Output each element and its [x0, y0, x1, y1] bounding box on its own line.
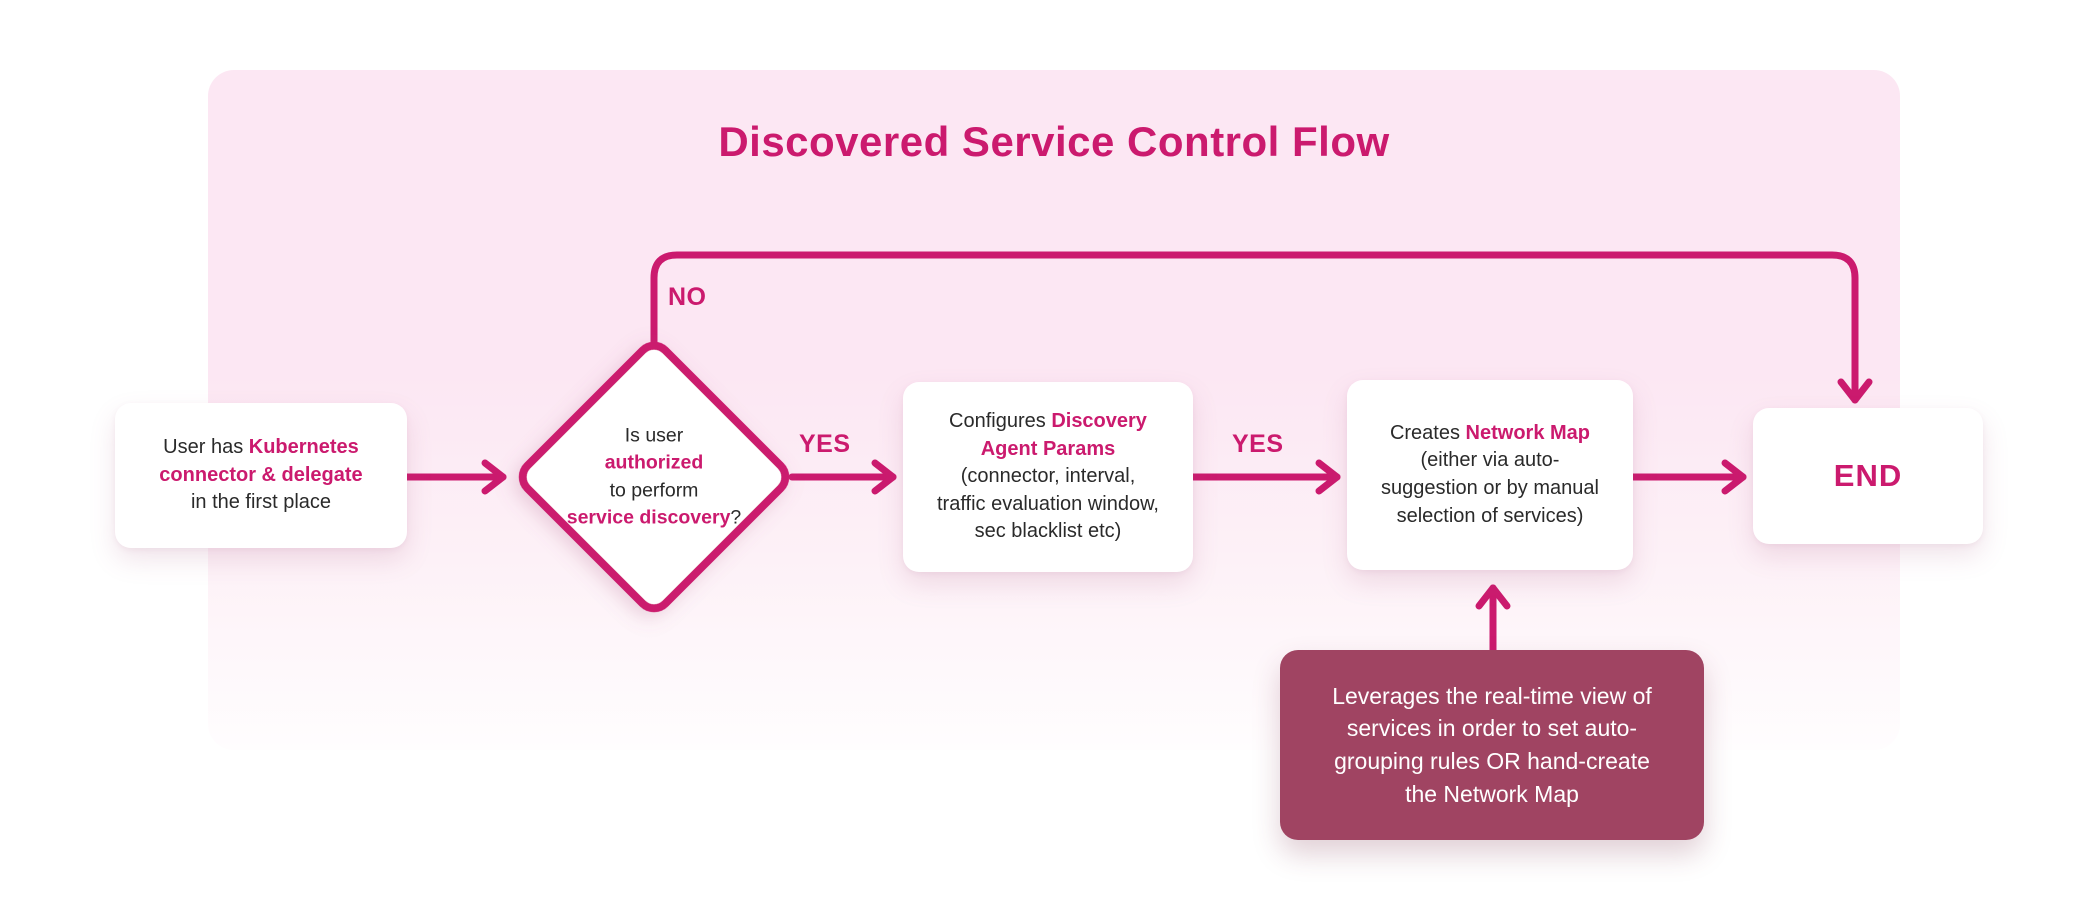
text-segment-emphasis: authorized [604, 451, 704, 474]
edge-label-yes-authorized: YES [799, 430, 851, 458]
text-segment-emphasis: service discovery [566, 506, 731, 529]
edge-label-yes-configured: YES [1232, 430, 1284, 458]
text-segment: (either via auto- suggestion or by manua… [1381, 449, 1599, 527]
node-end: END [1753, 408, 1983, 544]
node-create-network-map: Creates Network Map (either via auto- su… [1347, 380, 1633, 570]
diagram-title: Discovered Service Control Flow [718, 118, 1390, 165]
text-segment: User has [163, 436, 249, 459]
text-segment: Is user [624, 424, 684, 447]
node-start: User has Kubernetes connector & delegate… [115, 403, 407, 548]
text-segment-emphasis: Kubernetes connector & delegate [159, 436, 363, 486]
note-box: Leverages the real-time view of services… [1280, 650, 1704, 840]
decision-diamond [518, 341, 790, 613]
node-configure-text: Configures Discovery Agent Params (conne… [937, 408, 1159, 546]
note-text: Leverages the real-time view of services… [1332, 682, 1652, 807]
text-segment: to perform [609, 479, 699, 501]
text-segment: in the first place [190, 491, 332, 514]
text-segment: (connector, interval, traffic evaluation… [937, 465, 1159, 543]
text-segment: Configures [949, 410, 1052, 433]
node-create-text: Creates Network Map (either via auto- su… [1381, 420, 1599, 530]
edge-no-loop [650, 251, 1873, 404]
node-decision-text: Is user authorized to perform service di… [549, 422, 759, 531]
end-label: END [1833, 458, 1903, 493]
node-start-text: User has Kubernetes connector & delegate… [159, 434, 362, 517]
text-segment-emphasis: Network Map [1465, 421, 1591, 444]
text-segment: ? [730, 506, 742, 529]
text-segment: Creates [1389, 421, 1466, 444]
node-configure-params: Configures Discovery Agent Params (conne… [903, 382, 1193, 572]
text-segment-emphasis: Discovery Agent Params [980, 410, 1147, 460]
edge-label-no: NO [668, 283, 707, 311]
